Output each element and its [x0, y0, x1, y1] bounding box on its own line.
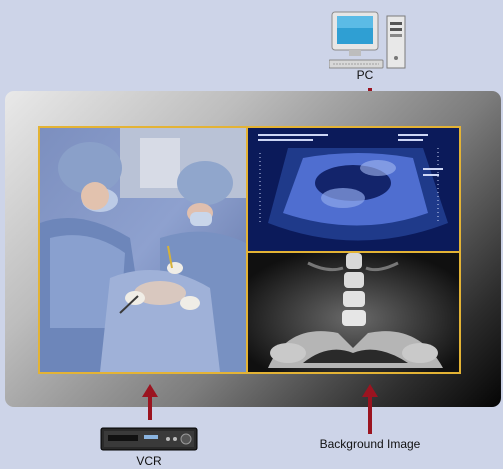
- background-image-label: Background Image: [300, 437, 440, 451]
- background-image-arrow: [360, 384, 380, 434]
- vcr-label: VCR: [124, 454, 174, 468]
- desktop-computer-icon: [329, 8, 411, 70]
- pc-label: PC: [340, 68, 390, 82]
- ultrasound-image: [248, 128, 459, 251]
- vcr-arrow: [140, 384, 160, 420]
- display-screen: [38, 126, 461, 374]
- xray-image: [248, 253, 459, 372]
- surgery-video: [40, 128, 246, 372]
- vcr-icon: [100, 426, 198, 452]
